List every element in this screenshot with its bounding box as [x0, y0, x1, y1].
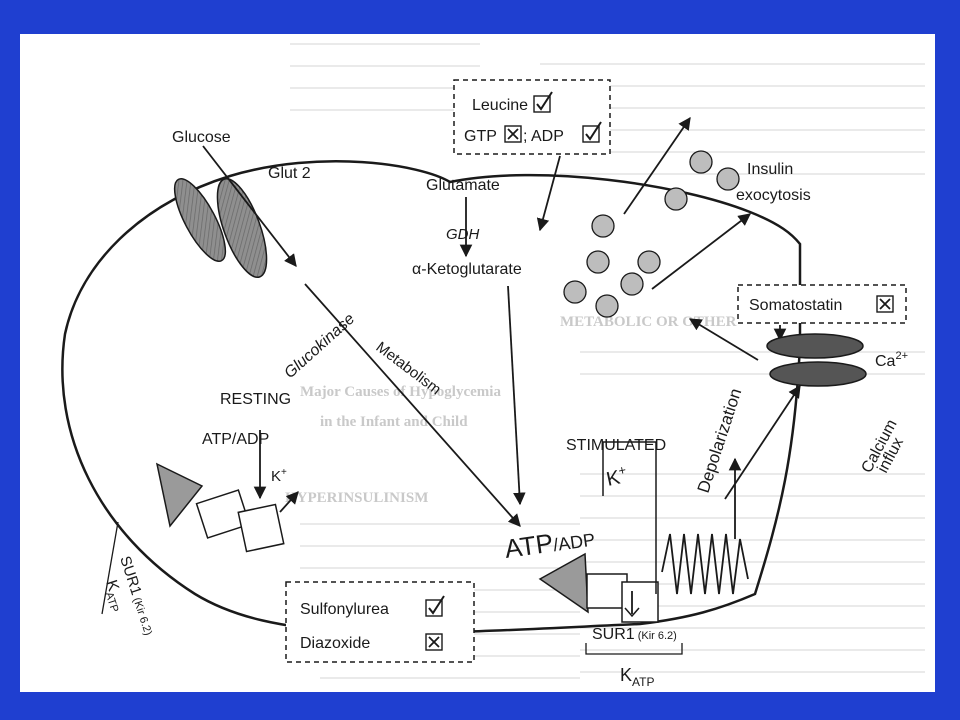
leucine-label: Leucine — [472, 97, 528, 114]
sur1-left-label: SUR1(Kir 6.2) — [116, 554, 158, 637]
glutamate-label: Glutamate — [426, 177, 500, 194]
ghost-heading-3: HYPERINSULINISM — [285, 490, 428, 506]
glut2-transporter — [173, 177, 268, 279]
somatostatin-label: Somatostatin — [749, 297, 842, 314]
sur1-right-bracket — [585, 643, 683, 655]
depolarization-arrow — [724, 384, 801, 500]
sulfonylurea-check-icon — [425, 595, 445, 617]
sur1-right-label: SUR1(Kir 6.2) — [592, 626, 677, 643]
diazoxide-cross-icon — [425, 633, 443, 651]
katp-channel-stimulated — [538, 533, 749, 623]
calcium-channel — [766, 333, 867, 387]
alpha-kg-label: α-Ketoglutarate — [412, 261, 522, 278]
ghost-heading-2: in the Infant and Child — [320, 414, 468, 430]
atp-adp-resting-label: ATP/ADP — [202, 431, 269, 448]
alpha-kg-to-atp-arrow — [507, 285, 526, 506]
insulin-label: Insulin — [747, 161, 793, 178]
adp-check-icon — [582, 121, 602, 143]
glucose-label: Glucose — [172, 129, 231, 146]
diagram-slide: Major Causes of Hypoglycemia in the Infa… — [20, 34, 935, 692]
katp-left-label: KATP — [99, 578, 128, 614]
k-plus-right-label: K+ — [604, 462, 630, 491]
gtp-cross-icon — [504, 125, 522, 143]
beta-cell-diagram: Major Causes of Hypoglycemia in the Infa… — [61, 43, 925, 689]
sulfonylurea-label: Sulfonylurea — [300, 601, 389, 618]
katp-right-label: KATP — [620, 665, 654, 689]
glut2-label: Glut 2 — [268, 165, 311, 182]
ghost-heading-4: METABOLIC OR OTHER — [560, 314, 737, 330]
gtp-label: GTP — [464, 128, 497, 145]
show-through-text: Major Causes of Hypoglycemia in the Infa… — [285, 43, 925, 679]
diazoxide-label: Diazoxide — [300, 635, 370, 652]
k-efflux-left-arrow — [279, 491, 299, 513]
exocytosis-arrow-lower — [651, 213, 752, 290]
leucine-arrow — [536, 155, 561, 232]
katp-channel-resting — [155, 462, 285, 553]
somatostatin-box — [737, 284, 907, 324]
gdh-label: GDH — [446, 226, 480, 243]
adp-label: ; ADP — [523, 128, 564, 145]
stimulated-label: STIMULATED — [566, 437, 666, 454]
glucose-entry-arrow — [202, 145, 297, 267]
k-plus-left-label: K+ — [271, 467, 287, 485]
metabolism-arrow — [304, 283, 521, 527]
exocytosis-arrow-upper — [623, 116, 691, 215]
calcium-to-granules-arrow — [688, 318, 759, 361]
glucokinase-label: Glucokinase — [281, 310, 358, 382]
insulin-granules — [563, 150, 740, 318]
cell-membrane — [61, 160, 802, 635]
somatostatin-cross-icon — [876, 295, 894, 313]
leucine-check-icon — [533, 91, 553, 113]
exocytosis-label: exocytosis — [736, 187, 811, 204]
resting-label: RESTING — [220, 391, 291, 408]
k-channel-closed-path — [602, 441, 657, 594]
sur1-left-bracket — [101, 521, 119, 615]
ca2-label: Ca2+ — [875, 350, 908, 370]
